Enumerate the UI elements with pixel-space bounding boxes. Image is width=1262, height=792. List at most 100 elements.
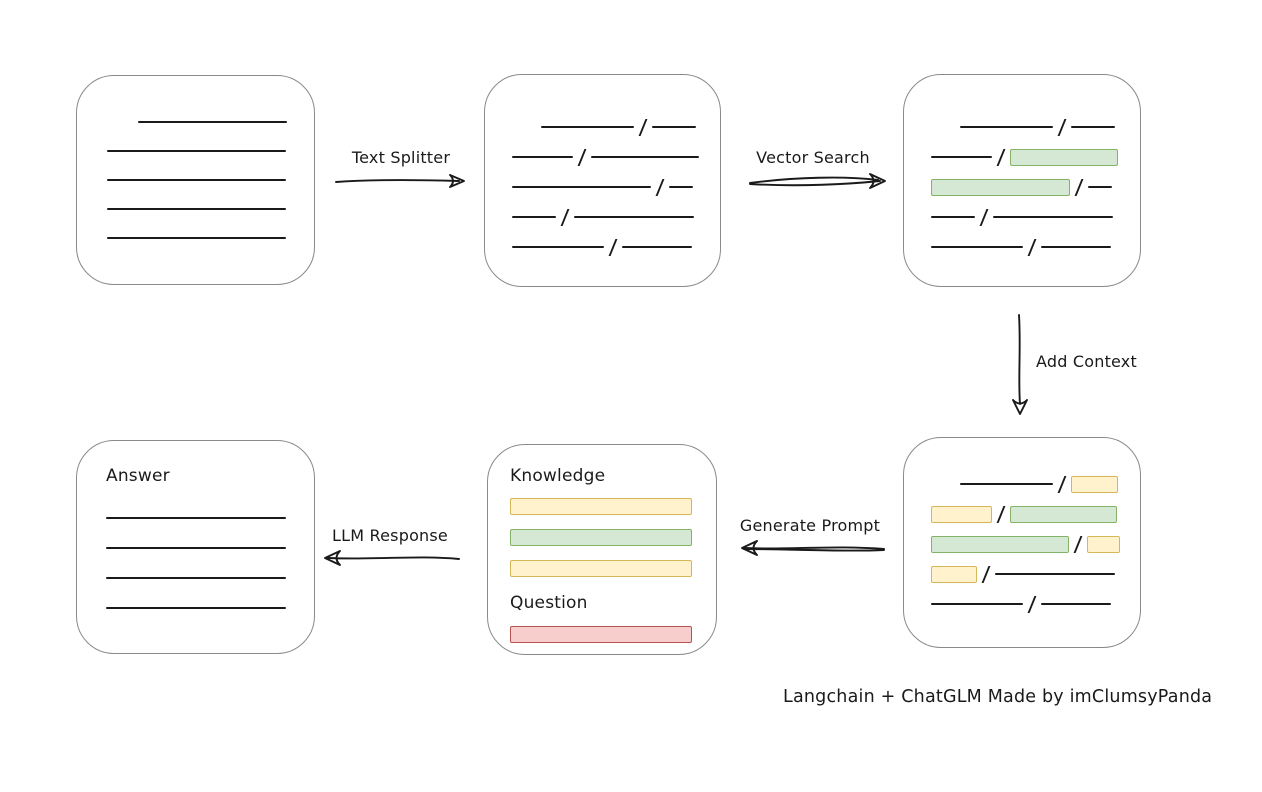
text-line	[574, 216, 694, 218]
segment-row	[931, 505, 1140, 523]
segment-row	[106, 569, 314, 587]
segment-row	[107, 171, 314, 189]
slash-separator	[979, 208, 989, 226]
vector-search-arrow	[749, 173, 886, 189]
text-line	[106, 607, 286, 609]
segment-row	[931, 118, 1140, 136]
add-context-arrow	[1012, 314, 1028, 415]
text-line	[931, 603, 1023, 605]
text-line	[512, 186, 651, 188]
yellow-highlight-chip	[1071, 475, 1118, 493]
text-line	[1071, 126, 1115, 128]
slash-separator	[1073, 535, 1083, 553]
yellow-highlight-chip	[1087, 535, 1120, 553]
slash-separator	[981, 565, 991, 583]
yellow-highlight-chip	[510, 559, 692, 577]
red-highlight-chip	[510, 625, 692, 643]
text-line	[106, 547, 286, 549]
green-highlight-chip	[1010, 148, 1118, 166]
knowledge-bars	[510, 487, 716, 577]
segment-row	[512, 238, 720, 256]
segment-row	[107, 113, 314, 131]
vector-matches-rows	[904, 75, 1140, 256]
segment-row	[931, 595, 1140, 613]
text-line	[138, 121, 287, 123]
segment-row	[931, 565, 1140, 583]
segment-row	[931, 178, 1140, 196]
answer-node: Answer	[76, 440, 315, 654]
text-line	[622, 246, 692, 248]
slash-separator	[996, 505, 1006, 523]
vector-matches-node	[903, 74, 1141, 287]
text-line	[512, 156, 573, 158]
text-line	[1041, 603, 1111, 605]
text-splitter-arrow	[335, 174, 465, 188]
text-line	[512, 246, 604, 248]
question-title: Question	[510, 593, 588, 613]
context-chunks-rows	[904, 438, 1140, 613]
segment-row	[931, 208, 1140, 226]
split-text-rows	[485, 75, 720, 256]
segment-row	[931, 148, 1140, 166]
segment-row	[512, 118, 720, 136]
llm-response-arrow	[324, 550, 460, 566]
segment-row	[512, 178, 720, 196]
segment-row	[512, 148, 720, 166]
segment-row	[931, 475, 1140, 493]
yellow-highlight-chip	[510, 497, 692, 515]
slash-separator	[638, 118, 648, 136]
segment-row	[931, 238, 1140, 256]
text-line	[669, 186, 693, 188]
text-line	[107, 150, 286, 152]
segment-row	[931, 535, 1140, 553]
source-document-node	[76, 75, 315, 285]
green-highlight-chip	[931, 178, 1070, 196]
text-line	[931, 156, 992, 158]
segment-row	[106, 539, 314, 557]
segment-row	[106, 509, 314, 527]
text-line	[106, 577, 286, 579]
question-bar	[510, 614, 716, 643]
segment-row	[107, 142, 314, 160]
segment-row	[512, 208, 720, 226]
text-line	[960, 483, 1053, 485]
text-line	[512, 216, 556, 218]
green-highlight-chip	[931, 535, 1069, 553]
text-line	[107, 179, 286, 181]
segment-row	[107, 229, 314, 247]
slash-separator	[655, 178, 665, 196]
segment-row	[510, 497, 716, 515]
text-line	[541, 126, 634, 128]
indent-gap	[931, 483, 960, 485]
green-highlight-chip	[1010, 505, 1117, 523]
knowledge-title: Knowledge	[510, 466, 606, 486]
indent-gap	[931, 126, 960, 128]
indent-gap	[512, 126, 541, 128]
text-line	[591, 156, 699, 158]
text-line	[106, 517, 286, 519]
answer-title: Answer	[106, 466, 170, 486]
text-line	[107, 237, 286, 239]
add-context-label: Add Context	[1036, 352, 1137, 371]
slash-separator	[996, 148, 1006, 166]
text-line	[107, 208, 286, 210]
text-line	[931, 216, 975, 218]
slash-separator	[608, 238, 618, 256]
split-text-node	[484, 74, 721, 287]
green-highlight-chip	[510, 528, 692, 546]
slash-separator	[560, 208, 570, 226]
segment-row	[510, 625, 716, 643]
text-line	[1088, 186, 1112, 188]
prompt-node: Knowledge Question	[487, 444, 717, 655]
llm-response-label: LLM Response	[332, 526, 448, 545]
vector-search-label: Vector Search	[756, 148, 870, 167]
indent-gap	[107, 121, 138, 123]
generate-prompt-label: Generate Prompt	[739, 516, 881, 535]
text-line	[652, 126, 696, 128]
diagram-caption: Langchain + ChatGLM Made by imClumsyPand…	[783, 687, 1213, 707]
slash-separator	[1027, 595, 1037, 613]
text-line	[1041, 246, 1111, 248]
yellow-highlight-chip	[931, 505, 992, 523]
yellow-highlight-chip	[931, 565, 977, 583]
